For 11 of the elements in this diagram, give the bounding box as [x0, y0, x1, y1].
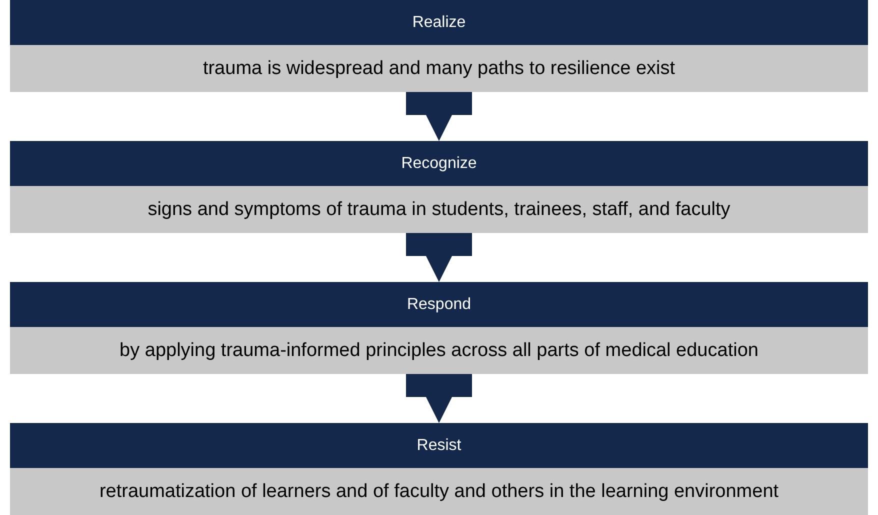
heading-bar: Respond — [10, 282, 868, 327]
heading-bar: Realize — [10, 0, 868, 45]
description-bar: by applying trauma-informed principles across all parts of medical education — [10, 327, 868, 374]
down-arrow — [406, 92, 472, 141]
description-bar: signs and symptoms of trauma in students, trainees, staff, and faculty — [10, 186, 868, 233]
heading-bar: Recognize — [10, 141, 868, 186]
down-arrow — [406, 233, 472, 282]
down-arrow — [406, 374, 472, 423]
heading-bar: Resist — [10, 423, 868, 468]
description-bar: retraumatization of learners and of faculty and others in the learning environment — [10, 468, 868, 515]
description-bar: trauma is widespread and many paths to resilience exist — [10, 45, 868, 92]
